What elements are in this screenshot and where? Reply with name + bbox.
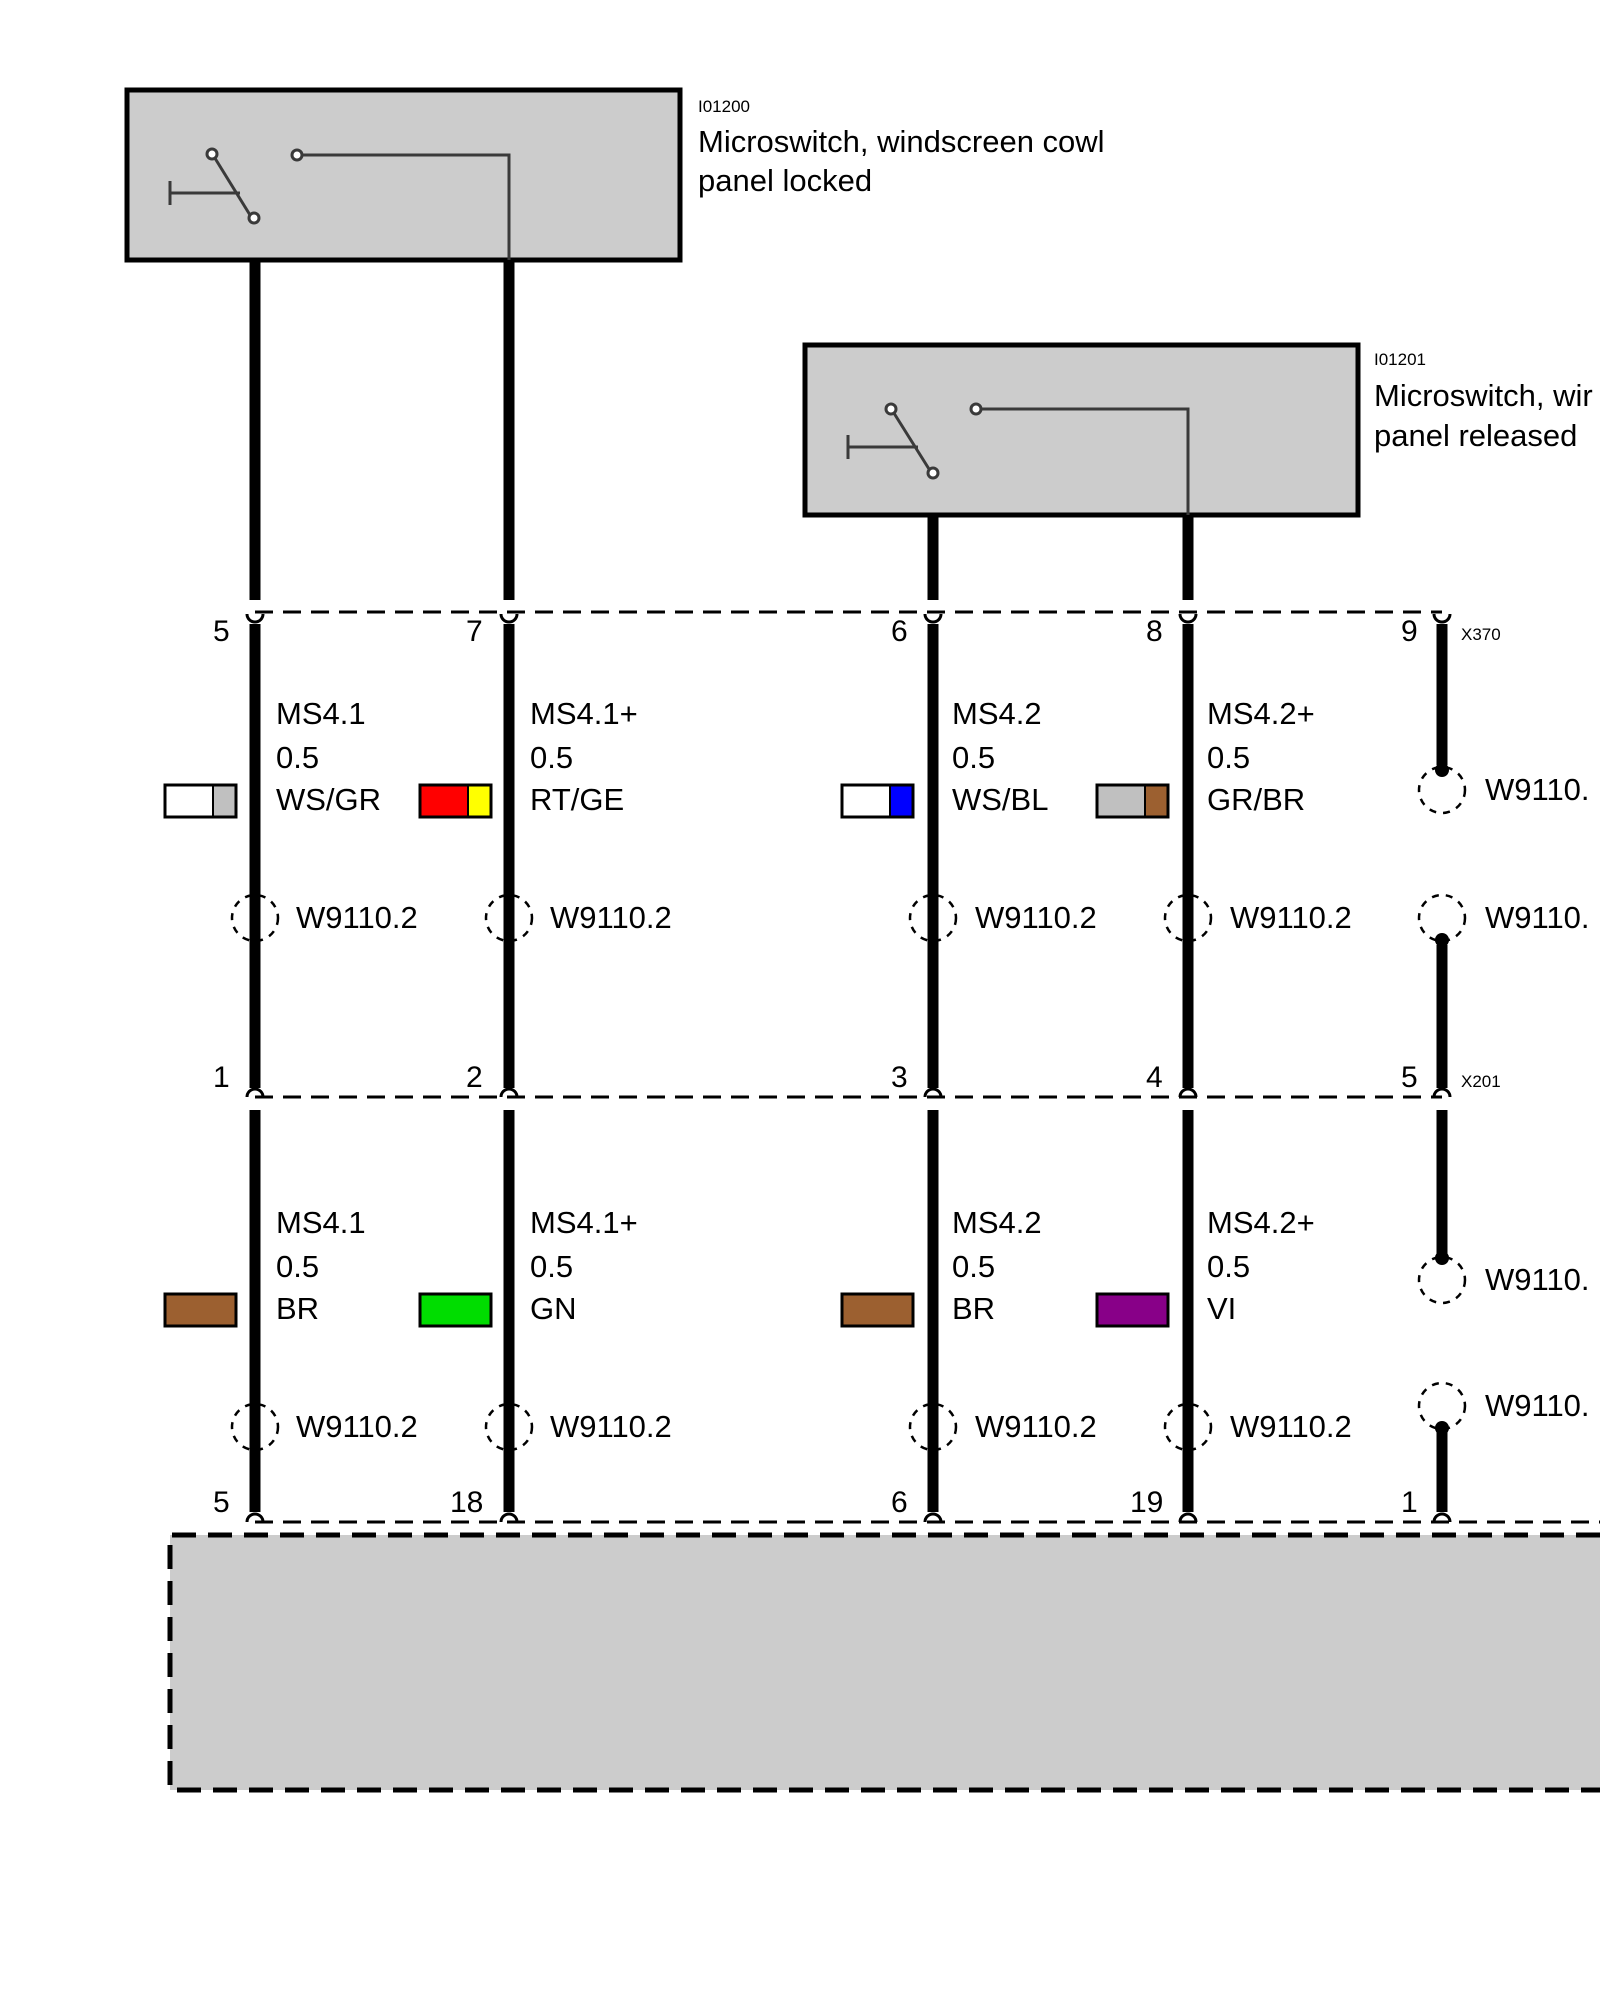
pin-number: 7 (466, 615, 483, 648)
wire-cross-section: 0.5 (952, 1249, 995, 1284)
wire-signal: MS4.2 (952, 696, 1042, 731)
wire-label-lower-2: MS4.1+ 0.5 GN (530, 1205, 638, 1326)
control-unit-box[interactable] (167, 1532, 1600, 1793)
wire-signal: MS4.1 (276, 1205, 366, 1240)
wire-signal: MS4.2+ (1207, 696, 1315, 731)
wire-cross-section: 0.5 (530, 740, 573, 775)
wire-signal: MS4.1 (276, 696, 366, 731)
shield-ref: W9110.2 (975, 900, 1097, 935)
wire-signal: MS4.1+ (530, 696, 638, 731)
wire-cross-section: 0.5 (276, 740, 319, 775)
wire-color-code: BR (276, 1291, 319, 1326)
wire-color-code: WS/GR (276, 782, 381, 817)
wire-label-upper-4: MS4.2+ 0.5 GR/BR (1207, 696, 1315, 817)
component-title-line2: panel locked (698, 163, 872, 198)
pin-number: 9 (1401, 615, 1418, 648)
wire-color-code: GR/BR (1207, 782, 1305, 817)
wire-label-upper-1: MS4.1 0.5 WS/GR (276, 696, 381, 817)
wire-color-code: VI (1207, 1291, 1236, 1326)
color-swatch-br (840, 1292, 915, 1328)
color-swatch-vi (1095, 1292, 1170, 1328)
color-swatch-ws-gr (163, 783, 238, 819)
pin-number: 4 (1146, 1061, 1163, 1094)
shield-ref: W9110.2 (550, 900, 672, 935)
shield-wire-ref: W9110. (1485, 1262, 1590, 1297)
wire-color-code: BR (952, 1291, 995, 1326)
component-title-line1: Microswitch, windscreen cowl (698, 124, 1105, 159)
shield-wire-ref: W9110. (1485, 1388, 1590, 1423)
component-i01201-box[interactable] (802, 342, 1361, 518)
wire-cross-section: 0.5 (1207, 740, 1250, 775)
wire-label-upper-3: MS4.2 0.5 WS/BL (952, 696, 1048, 817)
component-i01200-box[interactable] (124, 87, 683, 263)
wire-color-code: GN (530, 1291, 577, 1326)
wire-cross-section: 0.5 (952, 740, 995, 775)
wire-label-upper-2: MS4.1+ 0.5 RT/GE (530, 696, 638, 817)
color-swatch-br (163, 1292, 238, 1328)
wire-cross-section: 0.5 (1207, 1249, 1250, 1284)
pin-number: 3 (891, 1061, 908, 1094)
shield-ref: W9110.2 (550, 1409, 672, 1444)
component-title-line2: panel released (1374, 418, 1577, 453)
wire-signal: MS4.2 (952, 1205, 1042, 1240)
color-swatch-gr-br (1095, 783, 1170, 819)
pin-number: 6 (891, 615, 908, 648)
wire-cross-section: 0.5 (530, 1249, 573, 1284)
pin-number: 8 (1146, 615, 1163, 648)
component-i01201[interactable]: I01201 Microswitch, wir panel released (802, 342, 1593, 518)
shield-ref: W9110.2 (296, 900, 418, 935)
color-swatch-ws-bl (840, 783, 915, 819)
pin-number: 1 (1401, 1486, 1418, 1519)
shield-wire-ref: W9110. (1485, 772, 1590, 807)
wire-cross-section: 0.5 (276, 1249, 319, 1284)
color-swatch-gn (418, 1292, 493, 1328)
shield-ref: W9110.2 (1230, 1409, 1352, 1444)
pin-number: 5 (213, 1486, 230, 1519)
pin-number: 2 (466, 1061, 483, 1094)
shield-ref: W9110.2 (296, 1409, 418, 1444)
connector-x370-label: X370 (1461, 625, 1501, 644)
wire-label-lower-3: MS4.2 0.5 BR (952, 1205, 1042, 1326)
pin-number: 18 (450, 1486, 483, 1519)
wire-color-code: RT/GE (530, 782, 624, 817)
component-title-line1: Microswitch, wir (1374, 378, 1593, 413)
shield-wire-ref: W9110. (1485, 900, 1590, 935)
pin-number: 5 (1401, 1061, 1418, 1094)
pin-number: 5 (213, 615, 230, 648)
pin-number: 19 (1130, 1486, 1163, 1519)
component-i01200[interactable]: I01200 Microswitch, windscreen cowl pane… (124, 87, 1105, 263)
component-id: I01201 (1374, 350, 1426, 369)
wire-label-lower-4: MS4.2+ 0.5 VI (1207, 1205, 1315, 1326)
wire-color-code: WS/BL (952, 782, 1048, 817)
connector-x201-label: X201 (1461, 1072, 1501, 1091)
pin-number: 6 (891, 1486, 908, 1519)
wire-signal: MS4.2+ (1207, 1205, 1315, 1240)
color-swatch-rt-ge (418, 783, 493, 819)
shield-markers (230, 893, 1213, 1452)
switch-symbol-icon (168, 147, 511, 260)
pin-number: 1 (213, 1061, 230, 1094)
switch-symbol-icon (846, 402, 1190, 515)
shield-ref: W9110.2 (1230, 900, 1352, 935)
wire-signal: MS4.1+ (530, 1205, 638, 1240)
shield-terminations (1417, 763, 1467, 1435)
wire-label-lower-1: MS4.1 0.5 BR (276, 1205, 366, 1326)
component-id: I01200 (698, 97, 750, 116)
shield-ref: W9110.2 (975, 1409, 1097, 1444)
pin-arcs (245, 613, 1452, 1523)
